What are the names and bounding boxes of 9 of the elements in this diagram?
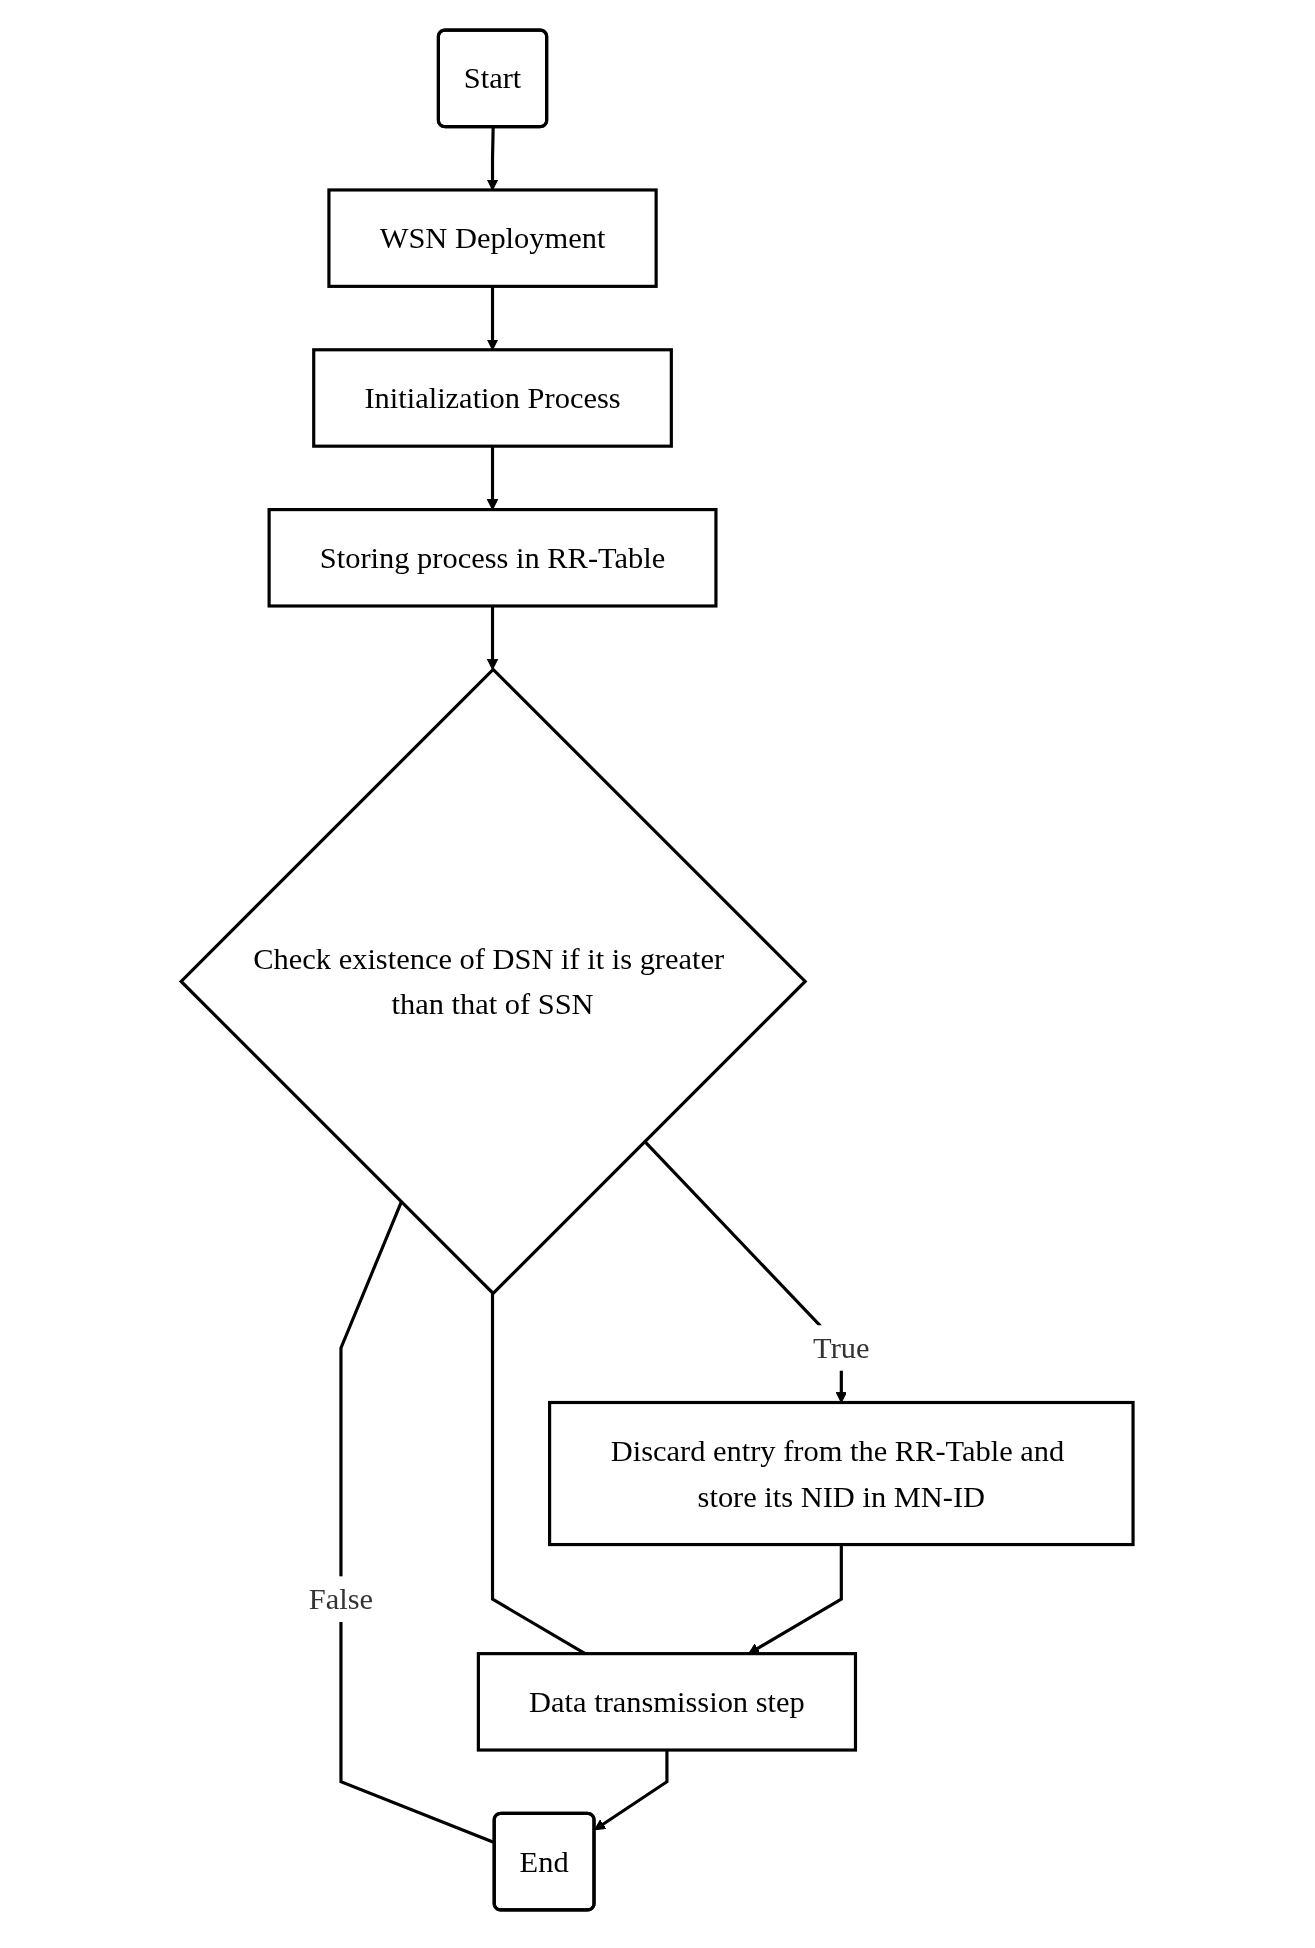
arrow bbox=[487, 606, 499, 670]
edge-label: False bbox=[309, 1582, 374, 1616]
node-box: Initialization Process bbox=[312, 348, 674, 448]
edge-label: True bbox=[813, 1331, 870, 1365]
node-box: Data transmission step bbox=[477, 1652, 858, 1752]
node-box: Storing process in RR-Table bbox=[267, 508, 718, 608]
node-box: WSN Deployment bbox=[327, 188, 659, 288]
node-box: Discard entry from the RR-Table and store its NID in MN-ID bbox=[548, 1400, 1136, 1547]
node-diamond: Check existence of DSN if it is greater than that of SSN bbox=[179, 667, 808, 1296]
